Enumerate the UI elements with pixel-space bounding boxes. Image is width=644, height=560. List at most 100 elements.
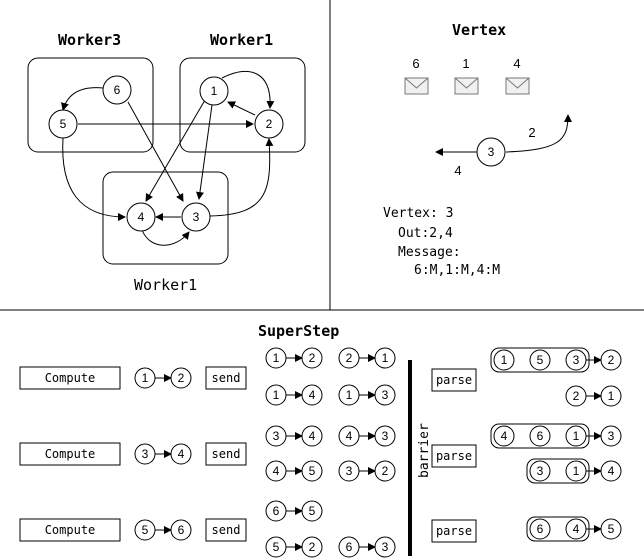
svg-text:Compute: Compute xyxy=(45,447,96,461)
svg-text:3: 3 xyxy=(193,210,200,224)
worker-graph: Worker3 Worker1 Worker1 6 5 1 xyxy=(27,31,306,294)
svg-text:parse: parse xyxy=(436,449,472,463)
parse-target-node: 3 xyxy=(600,425,622,447)
svg-text:6: 6 xyxy=(537,522,544,536)
svg-text:1: 1 xyxy=(573,464,580,478)
parse-source-node: 4 xyxy=(565,518,587,540)
pair-source-node: 1 xyxy=(265,347,287,369)
svg-text:2: 2 xyxy=(608,353,615,367)
pair-target-node: 3 xyxy=(374,536,396,558)
svg-text:send: send xyxy=(212,447,241,461)
parse-group: 6 4 5 xyxy=(526,516,622,542)
worker1-top-box xyxy=(179,57,306,153)
svg-text:6: 6 xyxy=(114,83,121,97)
svg-text:3: 3 xyxy=(573,353,580,367)
edge-1-2 xyxy=(221,71,275,109)
graph-node-6: 6 xyxy=(102,75,132,105)
svg-text:Compute: Compute xyxy=(45,523,96,537)
svg-text:6: 6 xyxy=(273,504,280,518)
svg-text:Compute: Compute xyxy=(45,371,96,385)
pair-target-node: 4 xyxy=(170,443,192,465)
pair-source-node: 2 xyxy=(338,347,360,369)
out-label-4: 4 xyxy=(454,163,461,178)
parse-group: 4 6 1 3 xyxy=(490,423,622,449)
worker1-bottom-box xyxy=(102,171,229,265)
info-message: Message: xyxy=(398,245,461,260)
svg-text:1: 1 xyxy=(346,388,353,402)
svg-text:2: 2 xyxy=(382,464,389,478)
svg-text:5: 5 xyxy=(309,504,316,518)
edge-1-3 xyxy=(195,104,213,200)
svg-text:1: 1 xyxy=(211,84,218,98)
svg-text:3: 3 xyxy=(382,429,389,443)
vertex-panel: Vertex 6 1 4 3 2 4 Vertex: 3 Out:2,4 Mes… xyxy=(383,21,572,278)
message-id-6: 6 xyxy=(412,56,419,71)
info-message-list: 6:M,1:M,4:M xyxy=(414,263,500,278)
svg-text:5: 5 xyxy=(309,464,316,478)
pair-target-node: 2 xyxy=(301,347,323,369)
info-vertex: Vertex: 3 xyxy=(383,206,453,221)
svg-text:4: 4 xyxy=(608,464,615,478)
graph-node-1: 1 xyxy=(199,76,229,106)
send-box: send xyxy=(205,518,247,542)
svg-text:1: 1 xyxy=(273,388,280,402)
pair-source-node: 1 xyxy=(265,384,287,406)
svg-text:1: 1 xyxy=(573,429,580,443)
envelope-icon xyxy=(505,77,530,95)
pair-target-node: 4 xyxy=(301,425,323,447)
pair-source-node: 4 xyxy=(265,460,287,482)
barrier-label: barrier xyxy=(417,423,432,478)
parse-box: parse xyxy=(431,368,477,392)
svg-text:4: 4 xyxy=(309,429,316,443)
svg-text:3: 3 xyxy=(608,429,615,443)
compute-box: Compute xyxy=(19,442,121,466)
edge-6-3 xyxy=(127,101,184,202)
worker3-box xyxy=(27,57,154,153)
svg-text:1: 1 xyxy=(382,351,389,365)
pair-source-node: 6 xyxy=(265,500,287,522)
svg-text:6: 6 xyxy=(537,429,544,443)
message-id-1: 1 xyxy=(462,56,469,71)
pair-target-node: 6 xyxy=(170,519,192,541)
svg-text:2: 2 xyxy=(346,351,353,365)
pair-source-node: 4 xyxy=(338,425,360,447)
pair-target-node: 3 xyxy=(374,425,396,447)
edge-2-1 xyxy=(227,101,256,116)
pair-source-node: 3 xyxy=(265,425,287,447)
compute-box: Compute xyxy=(19,518,121,542)
pair-source-node: 5 xyxy=(265,536,287,558)
svg-text:4: 4 xyxy=(346,429,353,443)
pair-target-node: 4 xyxy=(301,384,323,406)
svg-text:3: 3 xyxy=(488,145,495,159)
envelope-icon xyxy=(454,77,479,95)
svg-text:parse: parse xyxy=(436,524,472,538)
svg-text:5: 5 xyxy=(608,522,615,536)
svg-text:4: 4 xyxy=(573,522,580,536)
svg-text:2: 2 xyxy=(178,371,185,385)
envelope-icon xyxy=(404,77,429,95)
send-box: send xyxy=(205,366,247,390)
out-edge-to-2 xyxy=(505,114,572,153)
message-id-4: 4 xyxy=(513,56,520,71)
graph-node-5: 5 xyxy=(48,109,78,139)
parse-source-node: 4 xyxy=(493,425,515,447)
parse-source-node: 6 xyxy=(529,425,551,447)
parse-box: parse xyxy=(431,519,477,543)
vertex-node-3: 3 xyxy=(476,137,506,167)
pair-source-node: 1 xyxy=(338,384,360,406)
graph-node-4: 4 xyxy=(126,202,156,232)
svg-text:1: 1 xyxy=(142,371,149,385)
out-label-2: 2 xyxy=(528,125,535,140)
pair-target-node: 3 xyxy=(374,384,396,406)
